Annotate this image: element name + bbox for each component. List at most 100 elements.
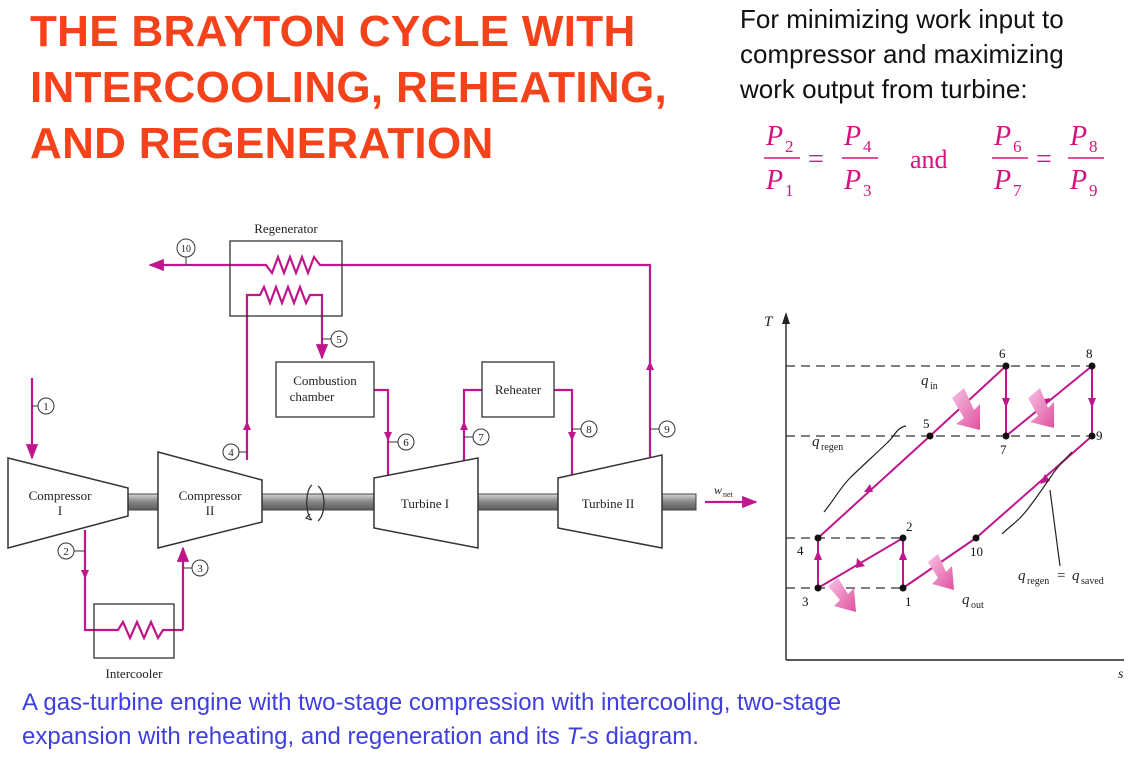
point-1-label: 1	[905, 594, 912, 609]
flow-line-4	[245, 293, 255, 460]
eq-s7: 7	[1013, 181, 1022, 200]
condition-note: For minimizing work input to compressor …	[740, 2, 1130, 107]
figure-caption: A gas-turbine engine with two-stage comp…	[22, 686, 1122, 754]
state-8-marker: 8	[572, 420, 598, 438]
intercooler-label: Intercooler	[105, 666, 163, 681]
svg-text:3: 3	[197, 563, 203, 575]
compressor-1-label: Compressor	[29, 488, 93, 503]
point-9-label: 9	[1096, 428, 1103, 443]
q-out-arrow-1	[828, 578, 856, 612]
point-4-label: 4	[797, 543, 804, 558]
state-7-marker: 7	[464, 428, 490, 446]
point-6	[1002, 362, 1010, 370]
state-4-marker: 4	[222, 443, 247, 461]
regenerator-cold-coil	[255, 283, 329, 360]
svg-text:10: 10	[181, 244, 191, 255]
q-out-arrow-2	[928, 554, 954, 590]
t-axis-label: T	[764, 314, 774, 330]
eq-s6: 6	[1013, 137, 1022, 156]
shaft-rotation-icon	[306, 484, 325, 522]
q-equals: =	[1057, 568, 1065, 584]
eq-p6: P	[993, 121, 1011, 152]
combustion-chamber	[275, 361, 375, 418]
point-10-label: 10	[970, 544, 983, 559]
caption-end: diagram.	[598, 723, 699, 750]
point-7-label: 7	[1000, 442, 1007, 457]
state-3-marker: 3	[183, 559, 209, 577]
state-9-marker: 9	[650, 420, 676, 438]
engine-schematic: Compressor I Compressor II Turbine I Tur…	[7, 221, 758, 681]
process-4-5	[817, 435, 931, 539]
intercooler-box	[93, 603, 175, 659]
title-line-2: INTERCOOLING, REHEATING,	[30, 63, 668, 112]
q-regen-eq-sub: regen	[1027, 576, 1049, 587]
q-in-label: q	[921, 373, 929, 389]
q-in-arrow-1	[952, 388, 980, 430]
caption-italic: T-s	[566, 723, 599, 750]
eq-equals-2: =	[1036, 144, 1052, 175]
point-3-label: 3	[802, 594, 809, 609]
combustion-label-2: chamber	[290, 389, 335, 404]
point-7	[1002, 432, 1010, 440]
eq-s4: 4	[863, 137, 872, 156]
q-in-arrow-2	[1028, 388, 1054, 428]
svg-text:8: 8	[586, 424, 592, 436]
wnet-label: w	[714, 483, 722, 497]
pressure-ratio-equation: P 2 P 1 = P 4 P 3 and P 6 P 7 = P 8 P 9	[764, 121, 1104, 200]
title-line-1: THE BRAYTON CYCLE WITH	[30, 7, 636, 56]
eq-s2: 2	[785, 137, 794, 156]
note-line-1: For minimizing work input to	[740, 4, 1064, 34]
q-saved-sub: saved	[1081, 576, 1104, 587]
svg-text:4: 4	[228, 447, 234, 459]
regen-brace-lower	[1001, 451, 1073, 535]
flow-line-9	[330, 263, 652, 470]
q-regen-label: q	[812, 434, 820, 450]
regenerator-hot-coil	[148, 253, 330, 277]
point-4	[814, 534, 822, 542]
eq-s3: 3	[863, 181, 872, 200]
caption-line-2: expansion with reheating, and regenerati…	[22, 723, 567, 750]
regenerator-box	[229, 240, 343, 317]
state-5-marker: 5	[322, 330, 348, 348]
compressor-1	[7, 457, 129, 549]
point-1	[899, 584, 907, 592]
eq-equals-1: =	[808, 144, 824, 175]
turbine-1	[373, 457, 479, 549]
compressor-1-label-b: I	[58, 503, 62, 518]
regen-brace-leader	[1049, 489, 1061, 567]
state-1-marker: 1	[32, 397, 55, 415]
flow-line-2	[83, 530, 110, 632]
point-9	[1088, 432, 1096, 440]
ts-diagram: T s	[764, 312, 1124, 682]
eq-p8: P	[1069, 121, 1087, 152]
page-title: THE BRAYTON CYCLE WITH INTERCOOLING, REH…	[30, 4, 720, 172]
eq-p3: P	[843, 165, 861, 196]
compressor-2	[157, 451, 263, 549]
q-regen-sub: regen	[821, 442, 843, 453]
turbine-1-label: Turbine I	[401, 496, 449, 511]
eq-p4: P	[843, 121, 861, 152]
note-line-2: compressor and maximizing	[740, 39, 1064, 69]
regen-brace-upper	[823, 425, 907, 513]
point-6-label: 6	[999, 346, 1006, 361]
intercooler-coil	[110, 619, 183, 641]
svg-text:9: 9	[664, 424, 670, 436]
state-6-marker: 6	[388, 433, 415, 451]
q-out-label: q	[962, 592, 970, 608]
point-5-label: 5	[923, 416, 930, 431]
note-line-3: work output from turbine:	[740, 74, 1028, 104]
eq-p1: P	[765, 165, 783, 196]
state-10-marker: 10	[176, 238, 196, 265]
point-2-label: 2	[906, 519, 913, 534]
process-9-10	[975, 435, 1093, 539]
combustion-label-1: Combustion	[293, 373, 357, 388]
s-axis-label: s	[1118, 667, 1124, 682]
state-2-marker: 2	[57, 542, 85, 560]
point-2	[899, 534, 907, 542]
flow-line-8	[554, 388, 574, 478]
q-regen-eq-label: q	[1018, 568, 1026, 584]
svg-text:2: 2	[63, 546, 69, 558]
eq-p2: P	[765, 121, 783, 152]
q-saved-label: q	[1072, 568, 1080, 584]
